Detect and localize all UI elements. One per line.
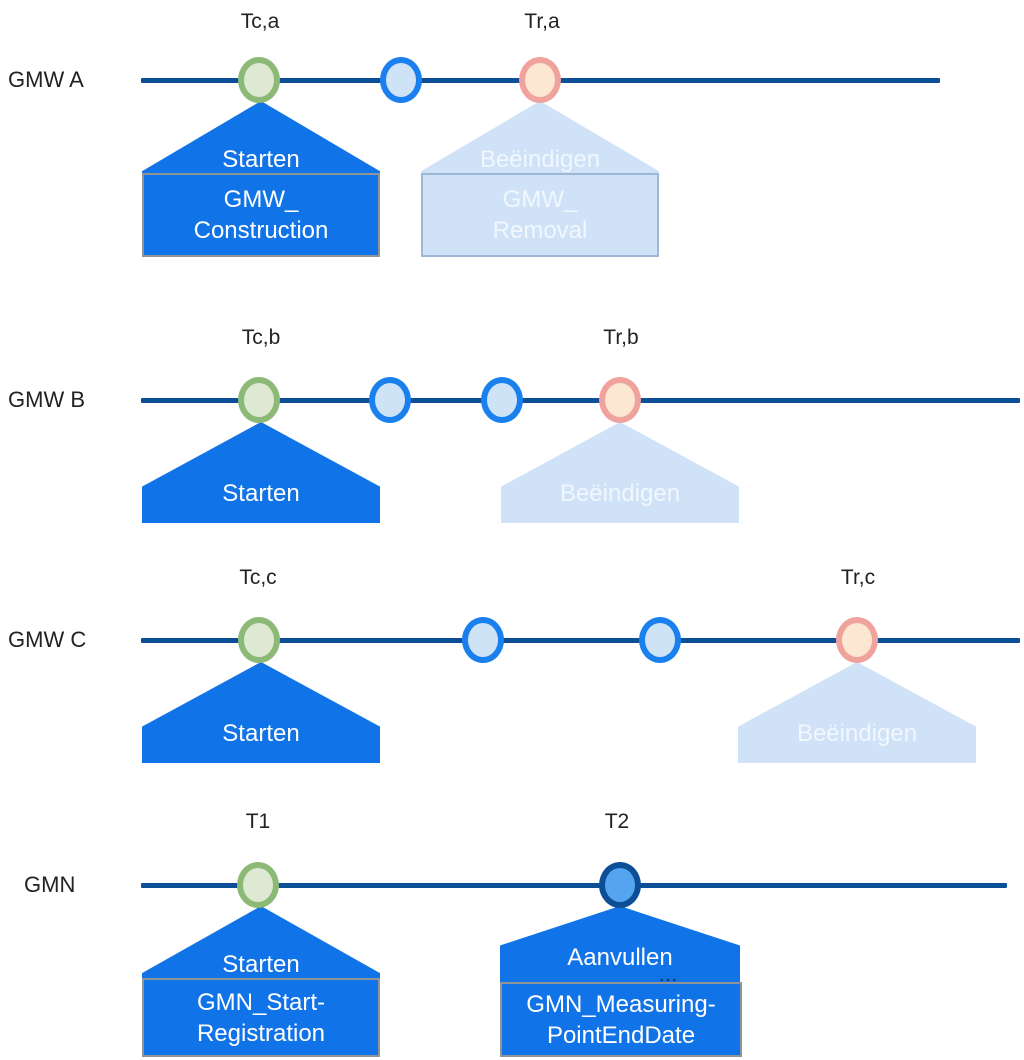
blue-intermediate-marker — [369, 377, 411, 423]
starten-banner-gmw-b: Starten — [142, 422, 380, 523]
orange-removal-marker — [599, 377, 641, 423]
banner-title: Starten — [222, 720, 300, 747]
banner-line: GMN_Start- — [196, 988, 325, 1016]
row-label-gmw-c: GMW C — [8, 627, 87, 652]
banner-title: Beëindigen — [796, 720, 918, 747]
starten-banner-gmw-c: Starten — [142, 662, 380, 763]
timeline-gmn — [141, 883, 1007, 888]
blue-intermediate-marker — [481, 377, 523, 423]
green-start-marker — [237, 862, 279, 908]
time-label-tra: Tr,a — [524, 10, 560, 33]
banner-line: Construction — [193, 217, 329, 244]
time-label-trc: Tr,c — [840, 566, 876, 589]
banner-line: Registration — [196, 1019, 326, 1047]
blue-intermediate-marker — [380, 57, 422, 103]
banner-line: Removal — [492, 217, 588, 244]
banner-title: Beëindigen — [559, 480, 681, 507]
banner-title: Aanvullen — [567, 944, 673, 971]
green-start-marker — [238, 377, 280, 423]
row-label-gmw-a: GMW A — [8, 67, 84, 92]
banner-title: Beëindigen — [479, 146, 601, 173]
beeindigen-banner-gmw-c: Beëindigen — [738, 662, 976, 763]
gmn-start-registration-box: GMN_Start- Registration — [142, 978, 380, 1057]
aanvullen-banner-gmn: Aanvullen ... — [500, 906, 740, 985]
starten-banner-gmw-a: Starten — [142, 101, 380, 179]
beeindigen-banner-gmw-b: Beëindigen — [501, 422, 739, 523]
ellipsis-text: ... — [659, 968, 679, 985]
timeline-gmw-c — [141, 638, 1020, 643]
time-label-tcc: Tc,c — [239, 566, 277, 589]
banner-line: GMW_ — [502, 186, 578, 213]
banner-title: Starten — [222, 146, 300, 173]
orange-removal-marker — [519, 57, 561, 103]
gmw-removal-box: GMW_ Removal — [421, 173, 659, 257]
row-label-gmn: GMN — [24, 872, 76, 897]
blue-intermediate-marker — [639, 617, 681, 663]
green-start-marker — [238, 57, 280, 103]
time-label-tca: Tc,a — [240, 10, 280, 33]
time-label-t1: T1 — [245, 810, 271, 833]
beeindigen-banner-gmw-a: Beëindigen — [421, 101, 659, 179]
time-label-t2: T2 — [604, 810, 630, 833]
blue-intermediate-marker — [462, 617, 504, 663]
banner-title: Starten — [222, 480, 300, 507]
banner-line: PointEndDate — [546, 1021, 696, 1049]
starten-banner-gmn: Starten — [142, 906, 380, 984]
banner-title: Starten — [222, 951, 300, 978]
gmw-construction-box: GMW_ Construction — [142, 173, 380, 257]
green-start-marker — [238, 617, 280, 663]
orange-removal-marker — [836, 617, 878, 663]
gmn-measuringpointenddate-box: GMN_Measuring- PointEndDate — [500, 982, 742, 1057]
row-label-gmw-b: GMW B — [8, 387, 85, 412]
navy-addition-marker — [599, 862, 641, 908]
time-label-trb: Tr,b — [603, 326, 639, 349]
banner-line: GMW_ — [223, 186, 299, 213]
timeline-gmw-b — [141, 398, 1020, 403]
time-label-tcb: Tc,b — [241, 326, 281, 349]
banner-line: GMN_Measuring- — [526, 990, 716, 1018]
